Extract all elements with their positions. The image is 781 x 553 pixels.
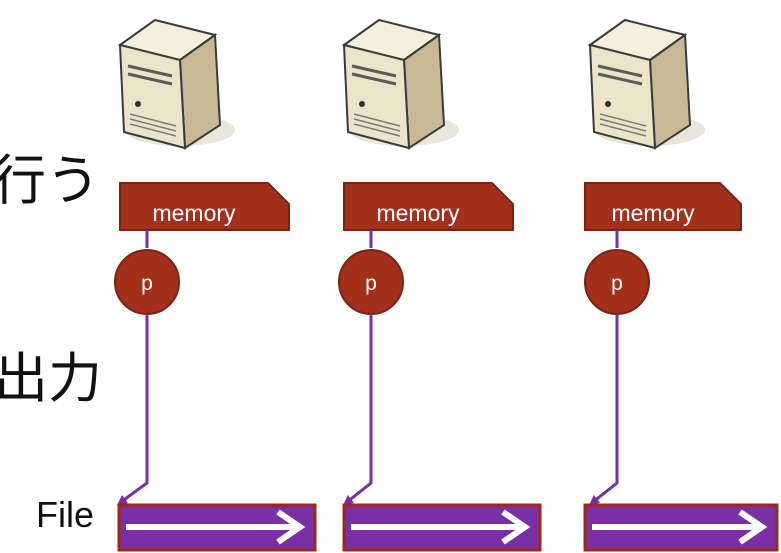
process-circle: p: [584, 249, 650, 315]
file-segment-2: [342, 503, 542, 552]
server-tower-icon: [341, 18, 459, 150]
memory-block: memory: [584, 182, 742, 231]
process-label: p: [611, 272, 623, 295]
process-label: p: [365, 272, 377, 295]
process-circle: p: [114, 249, 180, 315]
write-arrow: [343, 314, 373, 506]
slide-text-fragment-2: 出力: [0, 347, 102, 410]
server-tower-icon: [587, 18, 705, 150]
node-3: memory p: [584, 18, 742, 506]
node-1: memory p: [114, 18, 290, 505]
slide-text-fragment-1: 行う: [0, 149, 100, 212]
server-tower-icon: [117, 18, 235, 150]
memory-block: memory: [119, 182, 290, 231]
process-label: p: [141, 272, 153, 295]
file-segment-1: [117, 503, 317, 552]
node-2: memory p: [338, 18, 514, 506]
file-segment-3: [583, 503, 779, 552]
memory-label: memory: [152, 200, 236, 226]
memory-label: memory: [611, 200, 695, 226]
write-arrow: [589, 314, 619, 506]
write-arrow: [116, 314, 149, 505]
file-label: File: [36, 494, 95, 535]
process-circle: p: [338, 249, 404, 315]
memory-label: memory: [376, 200, 460, 226]
memory-block: memory: [343, 182, 514, 231]
